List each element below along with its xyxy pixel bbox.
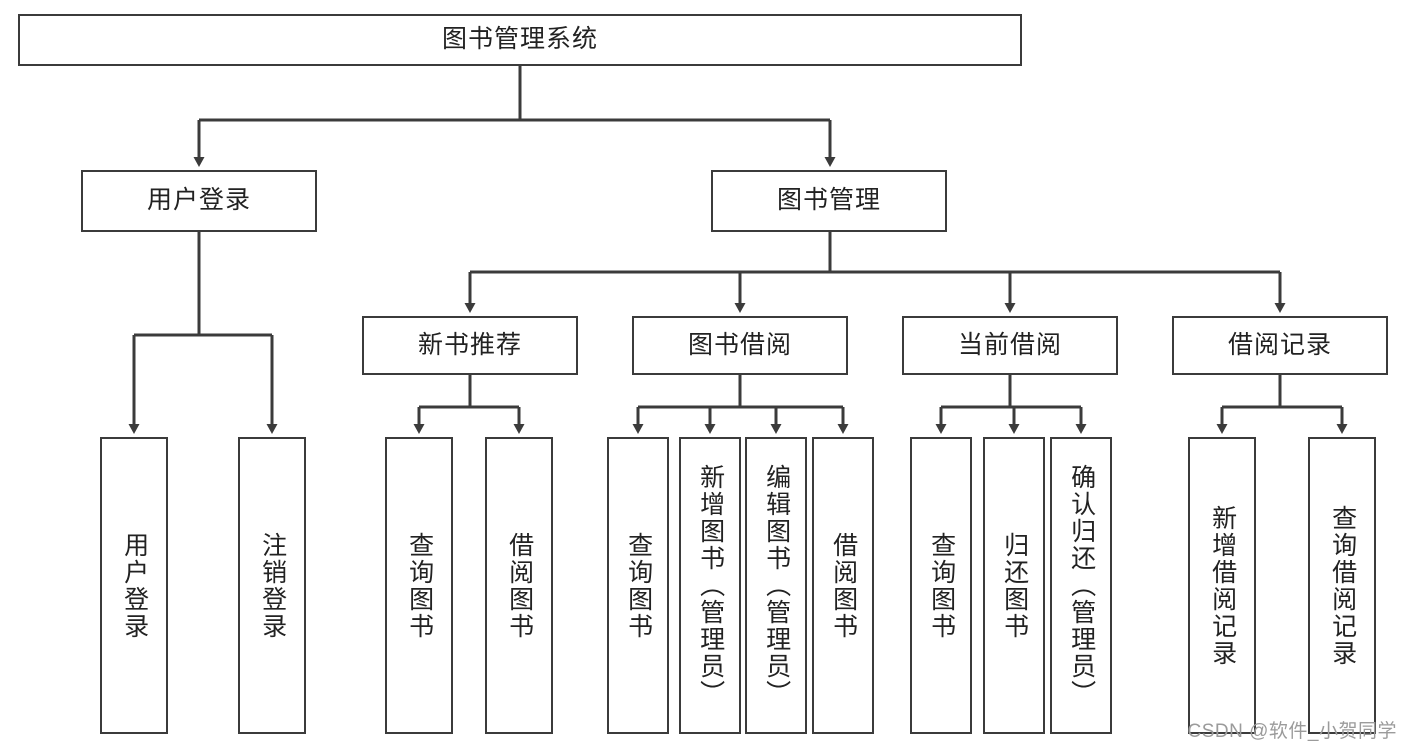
node-current-borrow-label: 当前借阅 [957, 330, 1062, 359]
node-book-borrow[interactable]: 图书借阅 [632, 316, 848, 375]
leaf-user-logout[interactable]: 注销登录 [238, 437, 306, 734]
leaf-confirm-return-admin-label: 确认归还（管理员） [1067, 464, 1096, 707]
leaf-user-login-label: 用户登录 [120, 531, 149, 640]
node-user-login[interactable]: 用户登录 [81, 170, 317, 232]
leaf-query-book-borrow-label: 查询图书 [624, 531, 653, 640]
node-new-book-recommend[interactable]: 新书推荐 [362, 316, 578, 375]
leaf-borrow-book-label: 借阅图书 [829, 531, 858, 640]
leaf-add-book-admin-label: 新增图书（管理员） [696, 464, 725, 707]
leaf-query-book-current[interactable]: 查询图书 [910, 437, 972, 734]
leaf-query-book-borrow[interactable]: 查询图书 [607, 437, 669, 734]
node-current-borrow[interactable]: 当前借阅 [902, 316, 1118, 375]
leaf-query-borrow-record-label: 查询借阅记录 [1328, 504, 1357, 667]
watermark: CSDN @软件_小贺同学 [1187, 721, 1397, 742]
leaf-user-login[interactable]: 用户登录 [100, 437, 168, 734]
node-new-book-recommend-label: 新书推荐 [417, 330, 522, 359]
leaf-query-book-current-label: 查询图书 [927, 531, 956, 640]
leaf-return-book[interactable]: 归还图书 [983, 437, 1045, 734]
node-borrow-record-label: 借阅记录 [1227, 330, 1332, 359]
leaf-return-book-label: 归还图书 [1000, 531, 1029, 640]
leaf-edit-book-admin-label: 编辑图书（管理员） [762, 464, 791, 707]
leaf-user-logout-label: 注销登录 [258, 531, 287, 640]
leaf-add-borrow-record-label: 新增借阅记录 [1208, 504, 1237, 667]
leaf-add-book-admin[interactable]: 新增图书（管理员） [679, 437, 741, 734]
leaf-query-book-recommend-label: 查询图书 [405, 531, 434, 640]
node-borrow-record[interactable]: 借阅记录 [1172, 316, 1388, 375]
leaf-query-book-recommend[interactable]: 查询图书 [385, 437, 453, 734]
node-book-management-label: 图书管理 [776, 186, 881, 215]
leaf-borrow-book-recommend[interactable]: 借阅图书 [485, 437, 553, 734]
node-book-borrow-label: 图书借阅 [687, 330, 792, 359]
node-root-label: 图书管理系统 [441, 25, 598, 54]
leaf-confirm-return-admin[interactable]: 确认归还（管理员） [1050, 437, 1112, 734]
leaf-add-borrow-record[interactable]: 新增借阅记录 [1188, 437, 1256, 734]
leaf-borrow-book-recommend-label: 借阅图书 [505, 531, 534, 640]
leaf-query-borrow-record[interactable]: 查询借阅记录 [1308, 437, 1376, 734]
leaf-edit-book-admin[interactable]: 编辑图书（管理员） [745, 437, 807, 734]
node-user-login-label: 用户登录 [146, 186, 251, 215]
node-root[interactable]: 图书管理系统 [18, 14, 1022, 66]
node-book-management[interactable]: 图书管理 [711, 170, 947, 232]
leaf-borrow-book[interactable]: 借阅图书 [812, 437, 874, 734]
